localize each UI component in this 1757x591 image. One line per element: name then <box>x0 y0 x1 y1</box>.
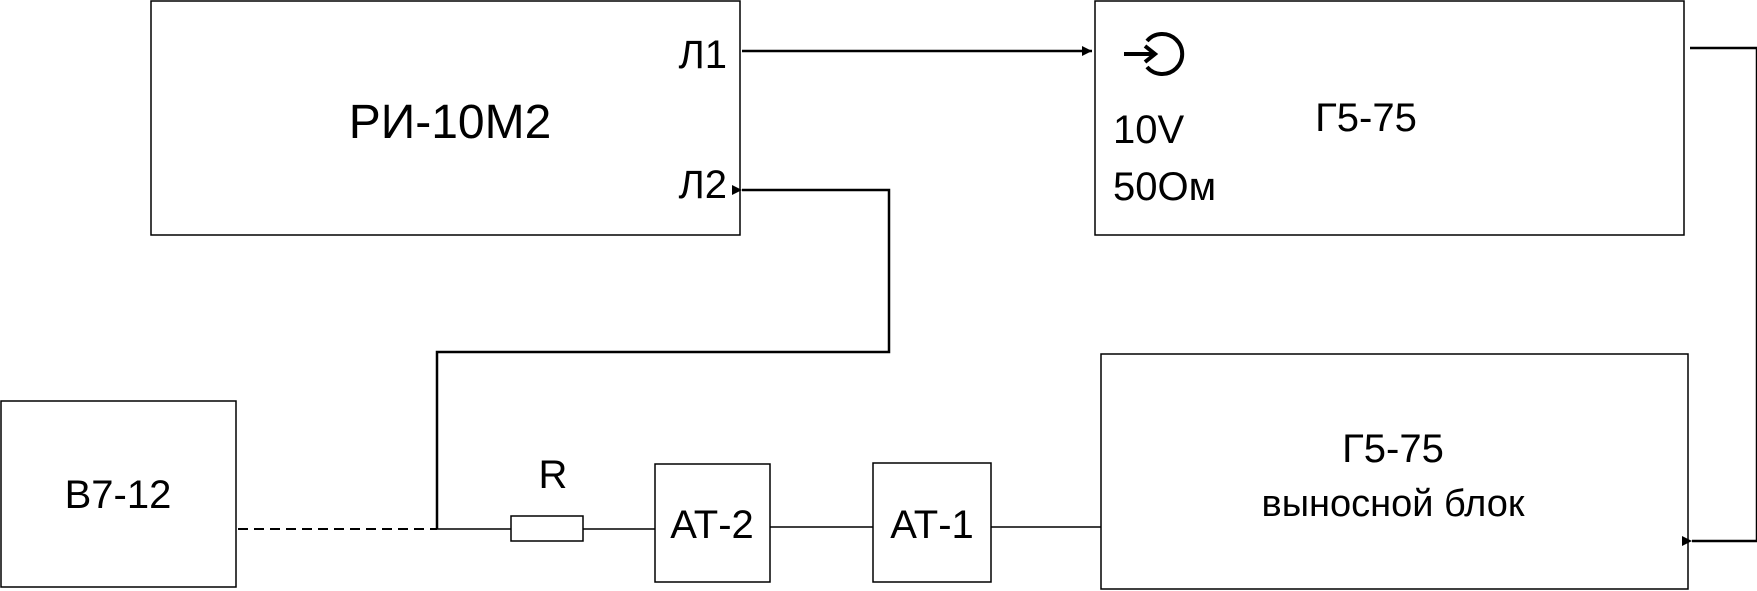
voltmeter-block: В7-12 <box>0 400 237 588</box>
attenuator-1-label: АТ-1 <box>890 503 974 547</box>
generator-impedance: 50Ом <box>1113 165 1216 209</box>
ri-port-l1: Л1 <box>679 33 728 77</box>
generator-block: 10V 50Ом Г5-75 <box>1094 0 1685 236</box>
arrow-generator-to-remote <box>1682 46 1757 546</box>
arrow-line-to-l2 <box>435 185 891 529</box>
remote-title: Г5-75 <box>1342 427 1444 471</box>
voltmeter-title: В7-12 <box>65 473 172 517</box>
attenuator-2-block: АТ-2 <box>654 463 771 583</box>
resistor: R <box>510 453 584 542</box>
attenuator-1-block: АТ-1 <box>872 462 992 583</box>
ri-block: РИ-10М2 Л1 Л2 <box>150 0 741 236</box>
attenuator-2-label: АТ-2 <box>670 503 754 547</box>
remote-block: Г5-75 выносной блок <box>1100 353 1689 590</box>
remote-subtitle: выносной блок <box>1262 483 1525 525</box>
resistor-label: R <box>539 453 568 497</box>
generator-voltage: 10V <box>1113 108 1184 152</box>
generator-title: Г5-75 <box>1315 96 1417 140</box>
ri-port-l2: Л2 <box>679 163 728 207</box>
output-connector-icon <box>1124 32 1185 76</box>
ri-title: РИ-10М2 <box>349 96 552 149</box>
